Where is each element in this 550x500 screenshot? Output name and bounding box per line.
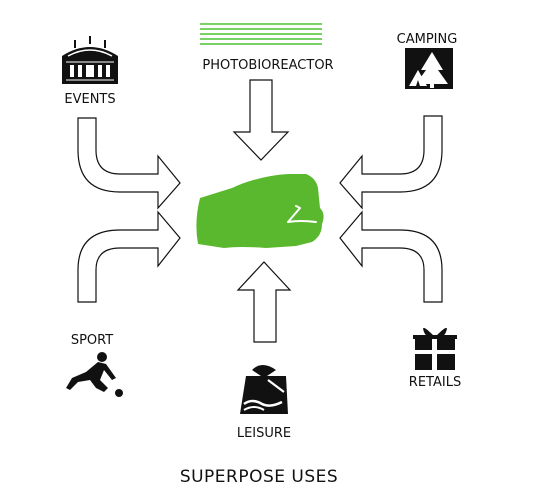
beach-umbrella-icon — [240, 365, 288, 414]
gift-box-icon — [413, 327, 457, 370]
leisure-label: LEISURE — [237, 426, 291, 441]
stadium-icon — [62, 36, 118, 84]
events-label: EVENTS — [64, 92, 115, 107]
retails-label: RETAILS — [409, 375, 461, 390]
tent-tree-icon — [405, 48, 453, 89]
arrow-from-sport — [77, 210, 181, 303]
center-green-shape — [196, 174, 324, 248]
arrow-from-retails — [339, 210, 443, 303]
photobioreactor-label: PHOTOBIOREACTOR — [202, 58, 333, 73]
arrow-from-photobioreactor — [232, 79, 290, 161]
arrow-from-events — [77, 117, 181, 210]
arrow-from-leisure — [236, 261, 292, 343]
camping-label: CAMPING — [397, 32, 458, 47]
diagram-caption: SUPERPOSE USES — [180, 467, 338, 487]
sport-label: SPORT — [71, 333, 113, 348]
arrow-from-camping — [339, 115, 443, 210]
bowler-icon — [66, 352, 123, 397]
photobioreactor-lines-icon — [200, 23, 322, 45]
